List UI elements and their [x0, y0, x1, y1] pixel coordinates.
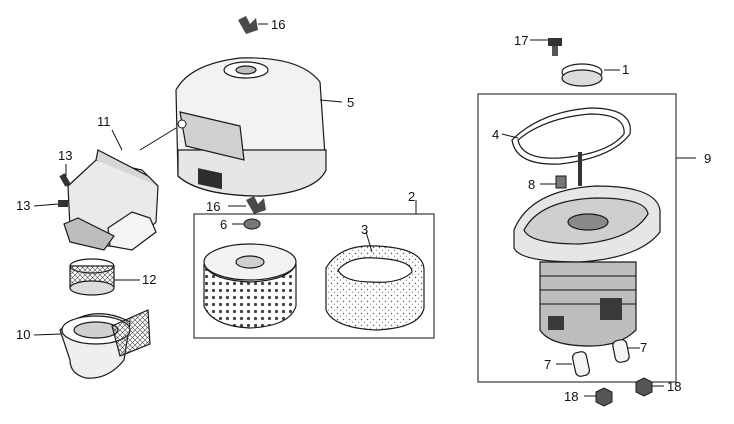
nut-18-right: [635, 377, 664, 397]
paper-element: [203, 243, 297, 329]
callout-12: 12: [142, 272, 156, 287]
callout-13-lower: 13: [16, 198, 30, 213]
tube-left: [556, 351, 591, 377]
air-cleaner-base: [513, 185, 661, 347]
grommet-nut: [232, 218, 261, 230]
element-assembly-bracket: [193, 200, 435, 339]
callout-4: 4: [492, 127, 499, 142]
nut-18-left: [584, 387, 613, 407]
callout-8: 8: [528, 177, 535, 192]
screen-filter: [69, 258, 115, 296]
air-cleaner-cover: [175, 57, 343, 197]
callout-1: 1: [622, 62, 629, 77]
callout-9: 9: [704, 151, 711, 166]
callout-6: 6: [220, 217, 227, 232]
callout-17: 17: [514, 33, 528, 48]
gasket: [501, 107, 631, 165]
intake-base: [59, 309, 151, 379]
callout-18-left: 18: [564, 389, 578, 404]
collar: [540, 175, 567, 189]
wing-nut-mid: [228, 196, 266, 214]
foam-element: [325, 231, 425, 331]
callout-5: 5: [347, 95, 354, 110]
stud: [578, 152, 582, 186]
callout-7-right: 7: [640, 340, 647, 355]
callout-10: 10: [16, 327, 30, 342]
bolt-13-upper: [59, 173, 71, 187]
bolt-13-lower: [58, 200, 68, 207]
tube-right: [612, 339, 640, 363]
callout-13-upper: 13: [58, 148, 72, 163]
seal-ring: [561, 63, 620, 87]
callout-3: 3: [361, 222, 368, 237]
callout-7-left: 7: [544, 357, 551, 372]
assembly-9-bracket: [477, 93, 696, 383]
callout-16-mid: 16: [206, 199, 220, 214]
callout-11: 11: [97, 114, 111, 129]
callout-2: 2: [408, 189, 415, 204]
elbow-duct: [63, 127, 177, 251]
bolt-17: [530, 38, 562, 56]
callout-18-right: 18: [667, 379, 681, 394]
wing-nut-top: [238, 16, 268, 34]
callout-16-top: 16: [271, 17, 285, 32]
